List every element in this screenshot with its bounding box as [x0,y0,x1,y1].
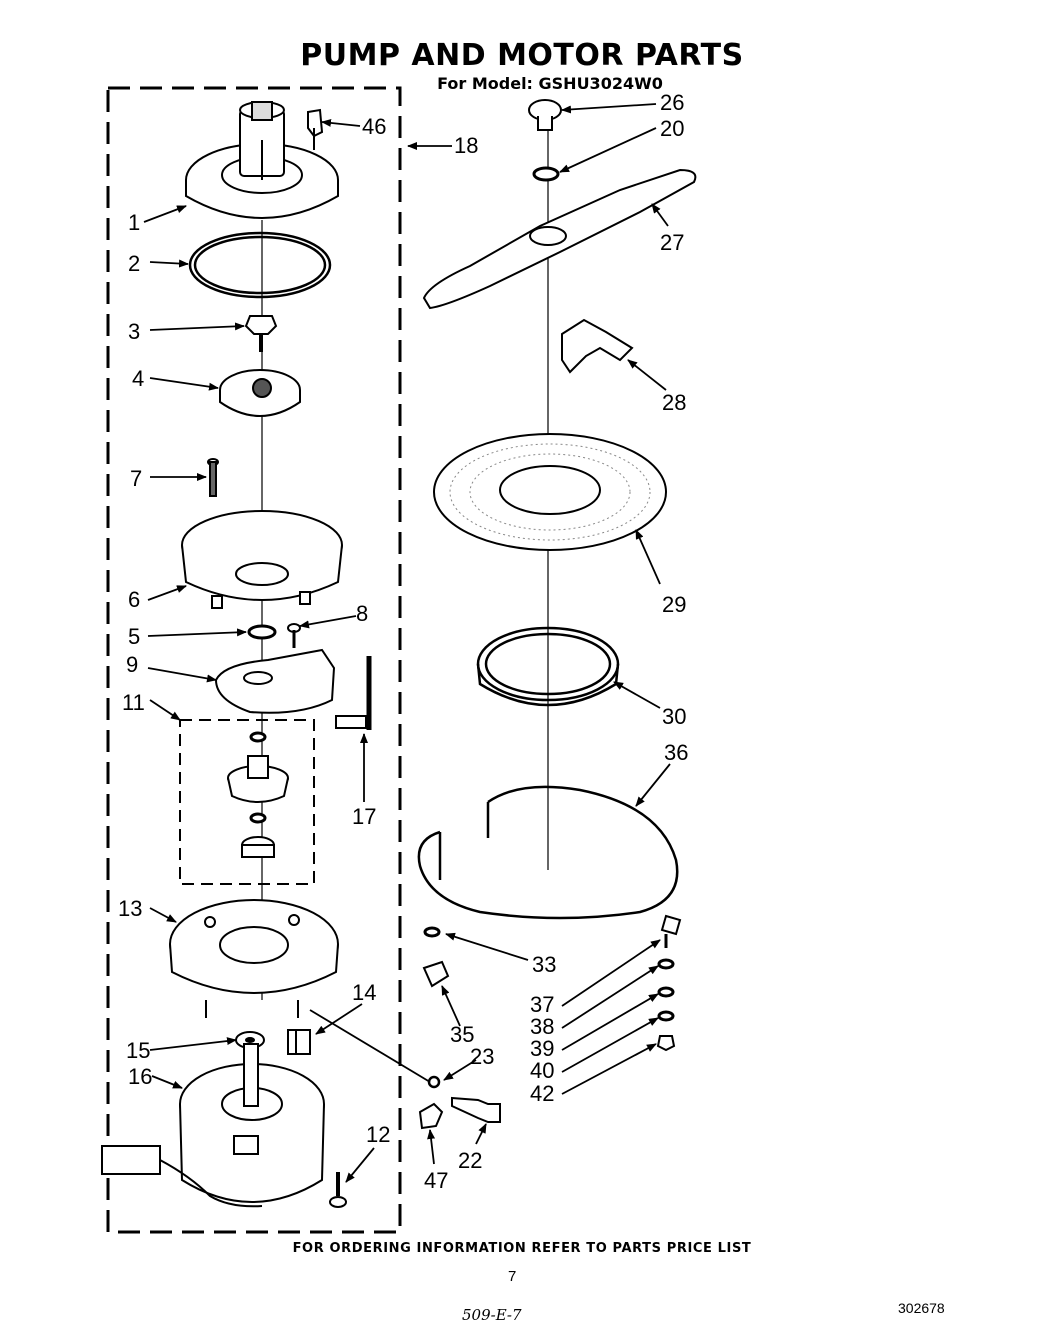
part-20-washer [532,166,560,182]
part-4-plate [219,369,301,417]
callout-23: 23 [470,1044,494,1069]
part-22-terminal [451,1096,501,1123]
impeller-subassembly-boundary [179,719,315,885]
callout-27: 27 [660,230,684,255]
model-subtitle: For Model: GSHU3024W0 [437,74,663,93]
callout-13: 13 [118,896,142,921]
motor-wire-connector [101,1145,263,1208]
part-5-washer [247,624,277,640]
leader-lines [143,103,671,1183]
part-3-nut [244,315,278,352]
part-17-rod [335,656,372,730]
page-number: 7 [508,1268,517,1285]
fastener-stack [656,914,682,1052]
part-2-o-ring [188,231,332,299]
part-12-bolt [329,1172,347,1208]
part-8-screw [287,623,301,648]
callout-22: 22 [458,1148,482,1173]
callout-33: 33 [532,952,556,977]
part-27-spray-arm [422,168,697,310]
part-26-cap [528,99,562,131]
part-36-heating-element [417,785,679,920]
callout-36: 36 [664,740,688,765]
callout-15: 15 [126,1038,150,1063]
callout-labels: 46 18 1 2 3 4 7 6 5 8 9 11 17 13 14 15 1… [118,90,688,1193]
document-number: 302678 [898,1300,945,1316]
part-47-clip [418,1102,444,1130]
callout-2: 2 [128,251,140,276]
callout-18: 18 [454,133,478,158]
page-title: PUMP AND MOTOR PARTS [300,38,744,73]
callout-47: 47 [424,1168,448,1193]
part-9-cover-plate [214,648,336,714]
part-29-filter-disc [433,433,667,551]
part-7-screw [207,458,219,497]
callout-46: 46 [362,114,386,139]
callout-9: 9 [126,652,138,677]
callout-38: 38 [530,1014,554,1039]
callout-12: 12 [366,1122,390,1147]
callout-20: 20 [660,116,684,141]
part-14-block [287,1029,311,1055]
callout-16: 16 [128,1064,152,1089]
part-11-impeller [227,731,289,858]
part-6-sump-housing [181,510,343,609]
callout-26: 26 [660,90,684,115]
part-13-motor-mount [169,899,339,1018]
handwritten-note: 509-E-7 [462,1306,522,1324]
part-30-ring [476,626,620,707]
callout-4: 4 [132,366,144,391]
callout-7: 7 [130,466,142,491]
callout-8: 8 [356,601,368,626]
part-35-bracket [422,960,450,988]
callout-11: 11 [122,690,145,715]
callout-30: 30 [662,704,686,729]
callout-40: 40 [530,1058,554,1083]
callout-14: 14 [352,980,376,1005]
callout-5: 5 [128,624,140,649]
callout-37: 37 [530,992,554,1017]
part-1-pump-housing [185,101,339,219]
callout-35: 35 [450,1022,474,1047]
part-23-ring [427,1075,441,1089]
part-28-bracket [561,318,634,374]
part-33-washer [423,926,441,938]
callout-42: 42 [530,1081,554,1106]
part-46-clip [307,108,324,150]
ordering-info-note: FOR ORDERING INFORMATION REFER TO PARTS … [292,1241,752,1256]
pump-assembly-boundary [106,86,402,1234]
callout-6: 6 [128,587,140,612]
callout-17: 17 [352,804,376,829]
callout-1: 1 [128,210,140,235]
callout-3: 3 [128,319,140,344]
callout-29: 29 [662,592,686,617]
callout-39: 39 [530,1036,554,1061]
part-16-motor [179,1043,325,1203]
callout-28: 28 [662,390,686,415]
